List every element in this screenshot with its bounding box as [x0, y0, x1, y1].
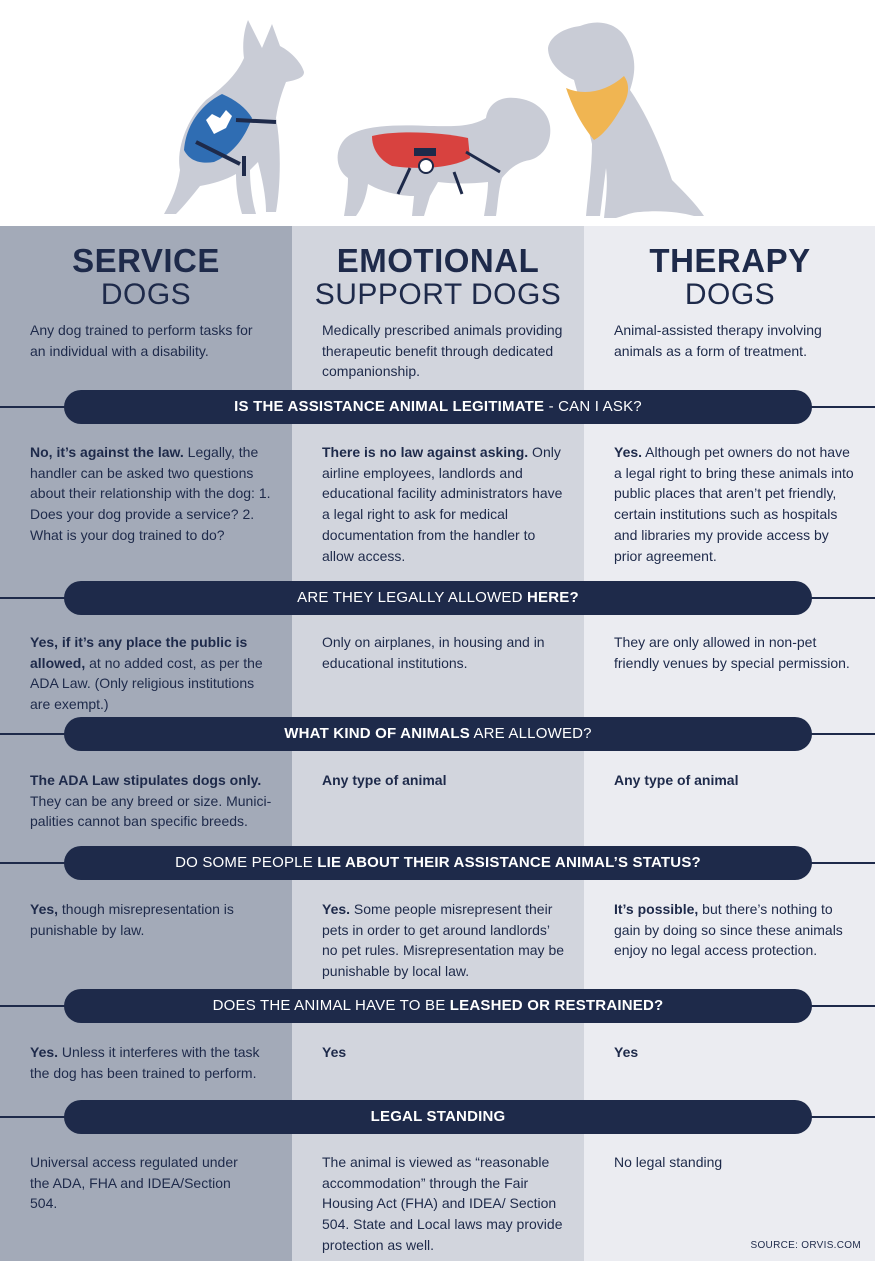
answer-service-legitimate: No, it’s against the law. Legally, the h… — [30, 444, 271, 543]
answer-esa-legitimate: There is no law against asking. Only air… — [322, 444, 563, 564]
question-bold: LIE ABOUT THEIR ASSISTANCE ANIMAL’S STAT… — [317, 854, 701, 871]
answer-service-leashed: Yes. Unless it interferes with the task … — [30, 1044, 260, 1081]
question-bold: WHAT KIND OF ANIMALS — [284, 725, 470, 742]
esa-dog-icon — [337, 97, 551, 216]
service-dogs-title: SERVICE DOGS — [0, 244, 292, 312]
question-bold: HERE? — [526, 589, 579, 606]
question-light: DOES THE ANIMAL HAVE TO BE — [212, 997, 450, 1014]
answer-service-allowed: Yes, if it’s any place the public is all… — [30, 634, 263, 713]
answer-service-standing: Universal access regulated under the ADA… — [30, 1154, 238, 1212]
question-bold: LEASHED OR RESTRAINED? — [449, 997, 664, 1014]
answer-therapy-leashed: Yes — [614, 1044, 639, 1060]
service-dog-icon — [164, 20, 304, 214]
question-bold: IS THE ASSISTANCE ANIMAL LEGITIMATE — [234, 398, 545, 415]
title-bold: EMOTIONAL — [336, 242, 540, 279]
answer-esa-leashed: Yes — [322, 1044, 347, 1060]
answer-therapy-animals: Any type of animal — [614, 772, 739, 788]
question-light: - CAN I ASK? — [544, 398, 642, 415]
title-light: DOGS — [100, 278, 192, 311]
answer-therapy-standing: No legal standing — [614, 1154, 723, 1170]
emotional-support-dogs-description: Medically prescribed animals providing t… — [322, 322, 563, 380]
answer-therapy-lie: It’s possible, but there’s nothing to ga… — [614, 901, 843, 959]
source-credit: SOURCE: ORVIS.COM — [750, 1240, 861, 1251]
answer-esa-lie: Yes. Some people misrepresent their pets… — [322, 901, 565, 980]
answer-service-lie: Yes, though misrepresentation is punisha… — [30, 901, 234, 938]
emotional-support-dogs-title: EMOTIONAL SUPPORT DOGS — [292, 244, 584, 312]
answer-esa-allowed: Only on airplanes, in housing and in edu… — [322, 634, 545, 671]
answer-service-animals: The ADA Law stipulates dogs only. They c… — [30, 772, 272, 830]
dogs-illustration — [164, 20, 704, 219]
answer-therapy-legitimate: Yes. Although pet owners do not have a l… — [614, 444, 854, 564]
question-light: ARE THEY LEGALLY ALLOWED — [297, 589, 527, 606]
title-bold: SERVICE — [72, 242, 220, 279]
question-band-legitimate: IS THE ASSISTANCE ANIMAL LEGITIMATE - CA… — [64, 390, 812, 424]
question-band-lie-about-status: DO SOME PEOPLE LIE ABOUT THEIR ASSISTANC… — [64, 846, 812, 880]
question-band-legally-allowed: ARE THEY LEGALLY ALLOWED HERE? — [64, 581, 812, 615]
question-band-leashed: DOES THE ANIMAL HAVE TO BE LEASHED OR RE… — [64, 989, 812, 1023]
service-dogs-description: Any dog trained to perform tasks for an … — [30, 322, 253, 359]
question-light: DO SOME PEOPLE — [175, 854, 318, 871]
question-band-legal-standing: LEGAL STANDING — [64, 1100, 812, 1134]
answer-therapy-allowed: They are only allowed in non-pet friendl… — [614, 634, 850, 671]
therapy-dogs-title: THERAPY DOGS — [584, 244, 875, 312]
question-band-kind-of-animals: WHAT KIND OF ANIMALS ARE ALLOWED? — [64, 717, 812, 751]
title-light: SUPPORT DOGS — [314, 278, 562, 311]
title-light: DOGS — [684, 278, 776, 311]
question-light: ARE ALLOWED? — [469, 725, 592, 742]
answer-esa-standing: The animal is viewed as “reasonable acco… — [322, 1154, 563, 1253]
therapy-dog-icon — [548, 22, 704, 219]
hero-illustration — [0, 0, 875, 226]
answer-esa-animals: Any type of animal — [322, 772, 447, 788]
therapy-dogs-description: Animal-assisted therapy involving animal… — [614, 322, 822, 359]
question-bold: LEGAL STANDING — [370, 1108, 506, 1125]
title-bold: THERAPY — [649, 242, 811, 279]
